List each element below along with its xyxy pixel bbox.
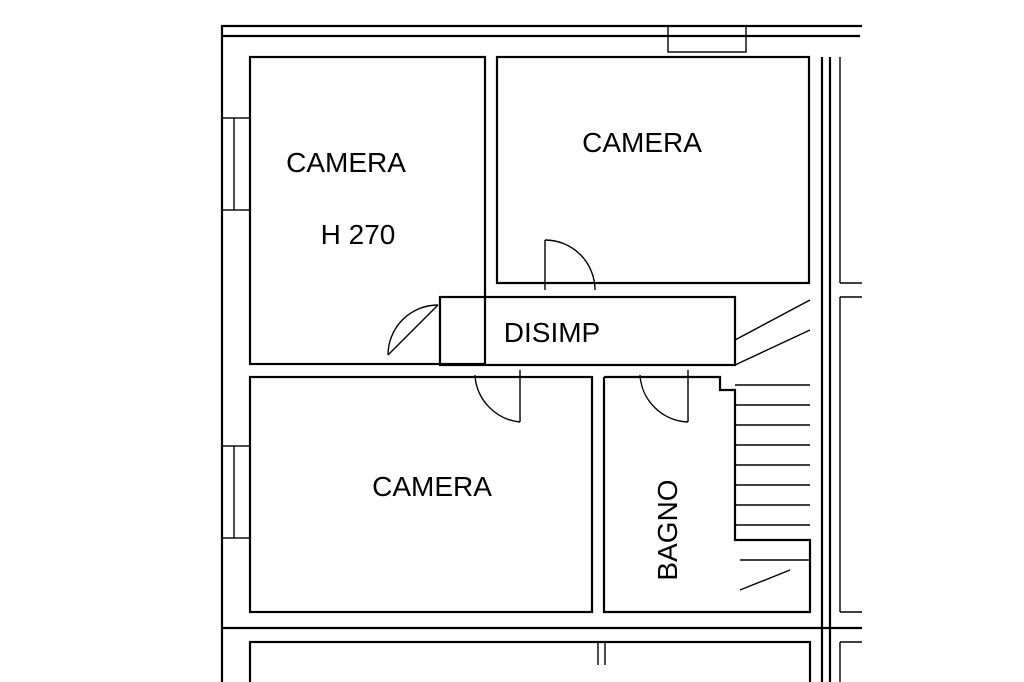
right-walls [222,57,862,682]
room-label-camera-bottom: CAMERA [372,471,492,502]
exterior-walls [220,24,862,682]
room-camera-top-right [495,55,811,285]
room-label-bagno: BAGNO [652,479,683,580]
room-lower-partial [248,640,812,682]
room-disimp [438,295,737,367]
staircase [734,299,811,591]
room-camera-top-left [248,55,487,366]
windows [221,25,747,539]
door-swings [387,239,689,423]
room-label-disimp: DISIMP [504,317,600,348]
room-label-camera-top-right: CAMERA [582,127,702,158]
room-bagno [602,375,812,614]
room-height-label: H 270 [321,219,396,250]
room-label-camera-top-left: CAMERA [286,147,406,178]
